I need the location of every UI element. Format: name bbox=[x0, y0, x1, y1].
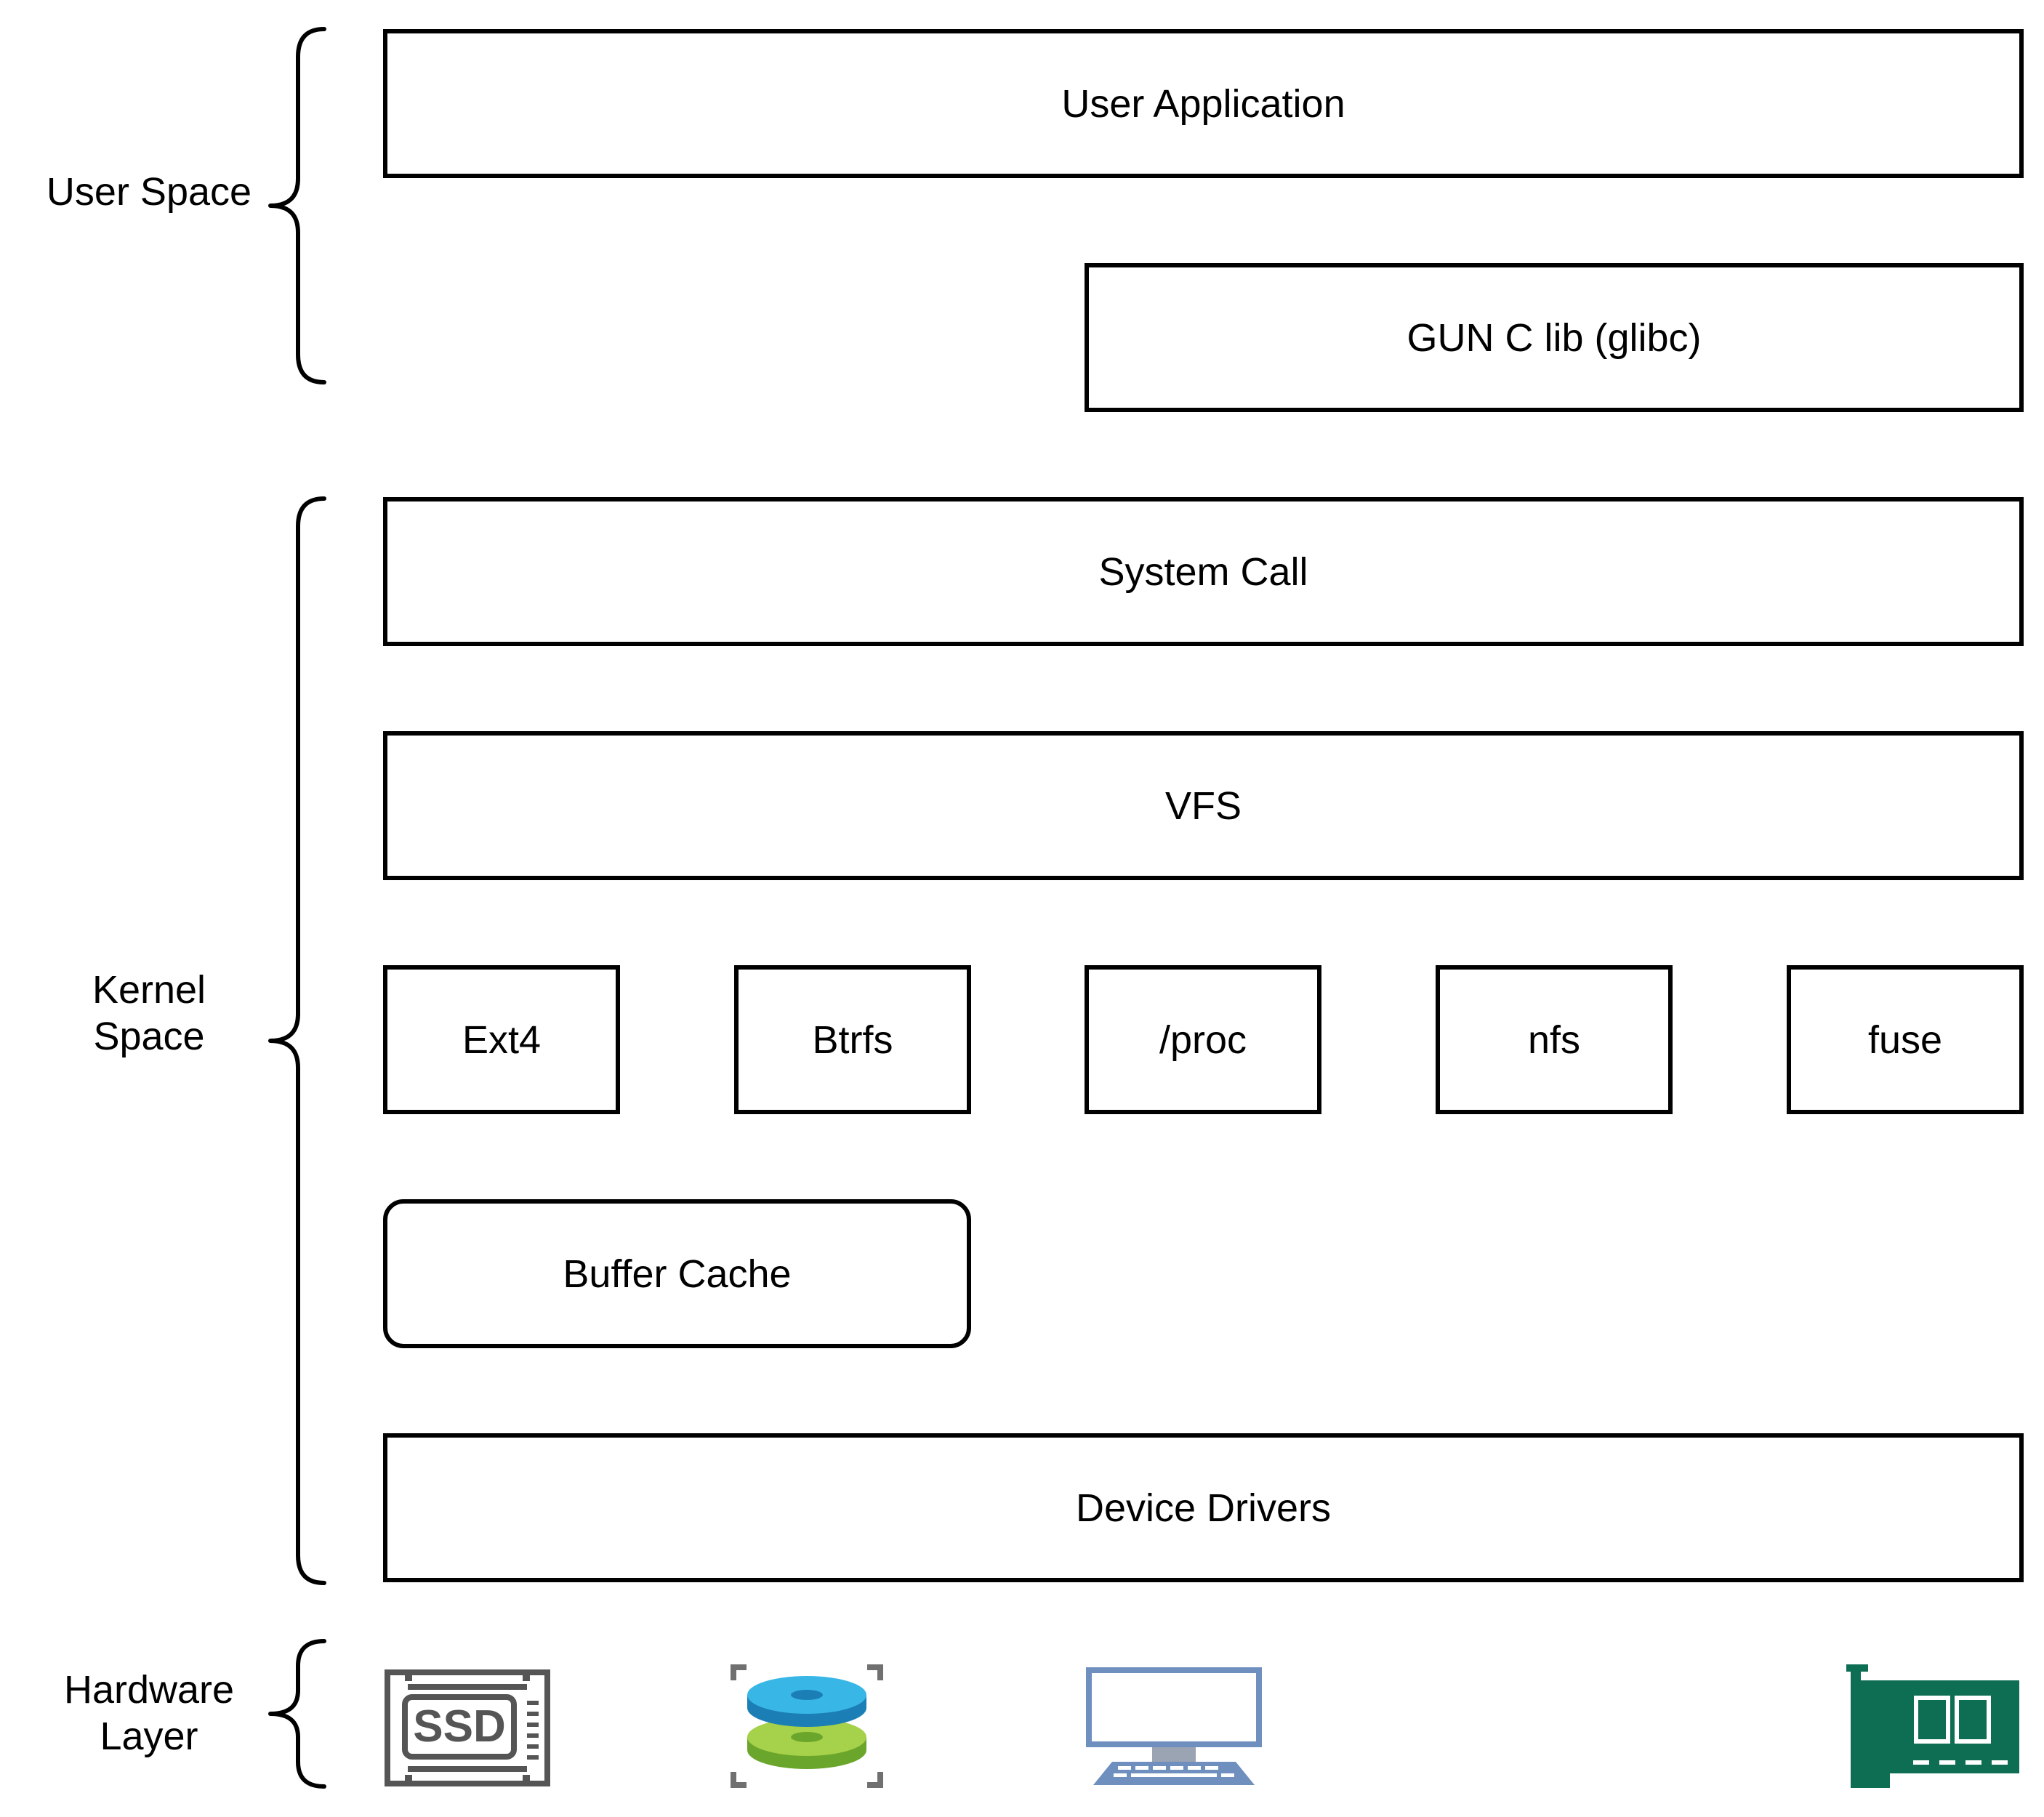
ssd-icon: SSD bbox=[385, 1669, 550, 1786]
user-application-box: User Application bbox=[383, 29, 2024, 178]
user-space-brace bbox=[268, 27, 326, 384]
fuse-box: fuse bbox=[1787, 965, 2024, 1114]
user-space-label: User Space bbox=[46, 170, 252, 214]
kernel-space-label: Kernel Space bbox=[92, 968, 206, 1058]
computer-monitor-icon bbox=[1086, 1667, 1262, 1785]
hardware-layer-brace bbox=[268, 1639, 326, 1789]
vfs-box: VFS bbox=[383, 731, 2024, 880]
disk-stack-icon bbox=[731, 1664, 883, 1788]
hardware-layer-label: Hardware Layer bbox=[63, 1668, 235, 1758]
ext4-box: Ext4 bbox=[383, 965, 620, 1114]
nfs-box: nfs bbox=[1436, 965, 1673, 1114]
network-card-icon bbox=[1846, 1664, 2019, 1788]
proc-box: /proc bbox=[1085, 965, 1321, 1114]
glibc-box: GUN C lib (glibc) bbox=[1085, 263, 2024, 412]
device-drivers-box: Device Drivers bbox=[383, 1433, 2024, 1582]
buffer-cache-box: Buffer Cache bbox=[383, 1199, 971, 1348]
btrfs-box: Btrfs bbox=[734, 965, 971, 1114]
kernel-space-brace bbox=[268, 496, 326, 1585]
ssd-text: SSD bbox=[413, 1701, 505, 1752]
system-call-box: System Call bbox=[383, 497, 2024, 646]
